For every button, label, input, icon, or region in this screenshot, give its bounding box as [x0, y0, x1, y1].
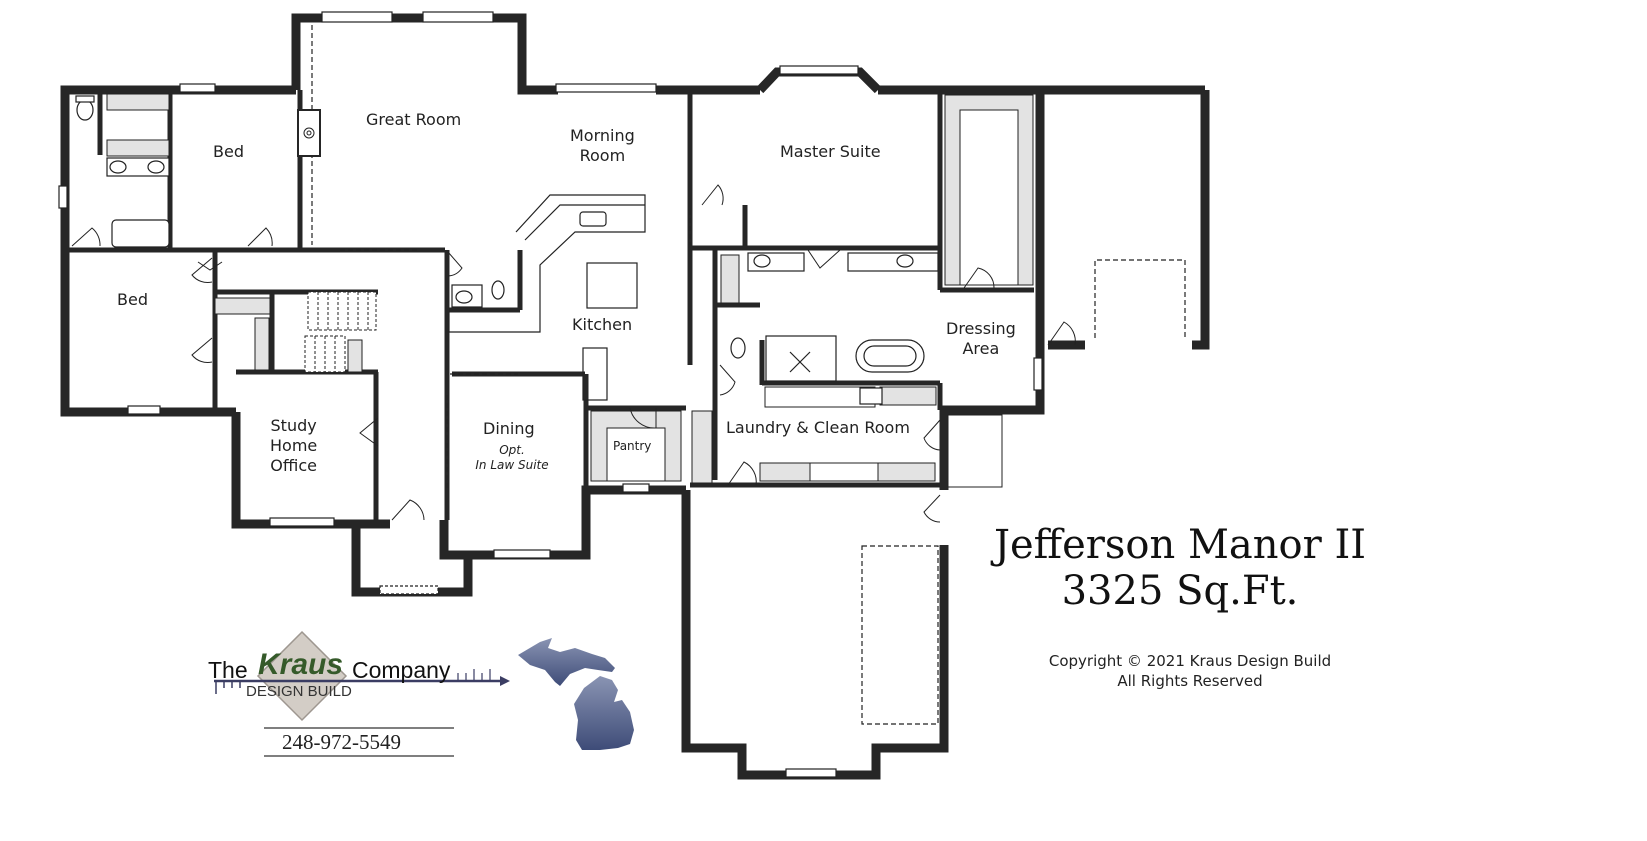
room-label-dressing-area: Dressing Area — [946, 319, 1016, 359]
kitchen-counters — [448, 194, 646, 401]
study-line-2: Home — [270, 436, 318, 455]
room-label-great-room: Great Room — [366, 110, 462, 129]
dressing-line-2: Area — [962, 339, 1000, 358]
doors — [71, 184, 1076, 523]
fireplace — [297, 109, 321, 157]
room-label-master-suite: Master Suite — [780, 142, 881, 161]
copyright-line-1: Copyright © 2021 Kraus Design Build — [1048, 652, 1332, 670]
plan-area: 3325 Sq.Ft. — [1061, 568, 1299, 614]
logo-the: The — [208, 657, 248, 683]
room-label-bed-upper: Bed — [213, 142, 244, 161]
study-line-1: Study — [270, 416, 317, 435]
morning-room-line-2: Room — [579, 146, 626, 165]
dining-note: Opt. In Law Suite — [472, 443, 552, 473]
room-label-pantry: Pantry — [613, 439, 652, 453]
stairs — [304, 291, 377, 373]
room-label-dining: Dining — [483, 419, 535, 438]
study-line-3: Office — [270, 456, 317, 475]
room-label-morning-room: Morning Room — [570, 126, 635, 166]
logo-company: Company — [352, 657, 451, 683]
garage-side — [947, 414, 1003, 488]
room-label-bed-lower: Bed — [117, 290, 148, 309]
room-label-laundry: Laundry & Clean Room — [726, 418, 910, 437]
plan-title: Jefferson Manor II — [993, 522, 1367, 568]
dining-note-line-1: Opt. — [499, 443, 525, 457]
phone-number: 248-972-5549 — [282, 730, 401, 754]
bathroom-fixtures — [75, 95, 939, 405]
windows — [58, 11, 1043, 778]
michigan-map-icon — [518, 638, 634, 750]
plan-title-block: Jefferson Manor II 3325 Sq.Ft. — [980, 522, 1380, 614]
dressing-line-1: Dressing — [946, 319, 1016, 338]
dining-note-line-2: In Law Suite — [475, 458, 549, 472]
morning-room-line-1: Morning — [570, 126, 635, 145]
logo-design-build: DESIGN BUILD — [246, 683, 352, 700]
kraus-logo-graphic — [214, 630, 510, 757]
dashed-openings — [311, 25, 1186, 725]
room-label-study: Study Home Office — [270, 416, 317, 476]
cabinet-inner — [606, 109, 1019, 482]
room-label-kitchen: Kitchen — [572, 315, 633, 334]
copyright-block: Copyright © 2021 Kraus Design Build All … — [1010, 651, 1370, 692]
copyright-line-2: All Rights Reserved — [1117, 672, 1263, 691]
logo-kraus: Kraus — [258, 648, 344, 681]
